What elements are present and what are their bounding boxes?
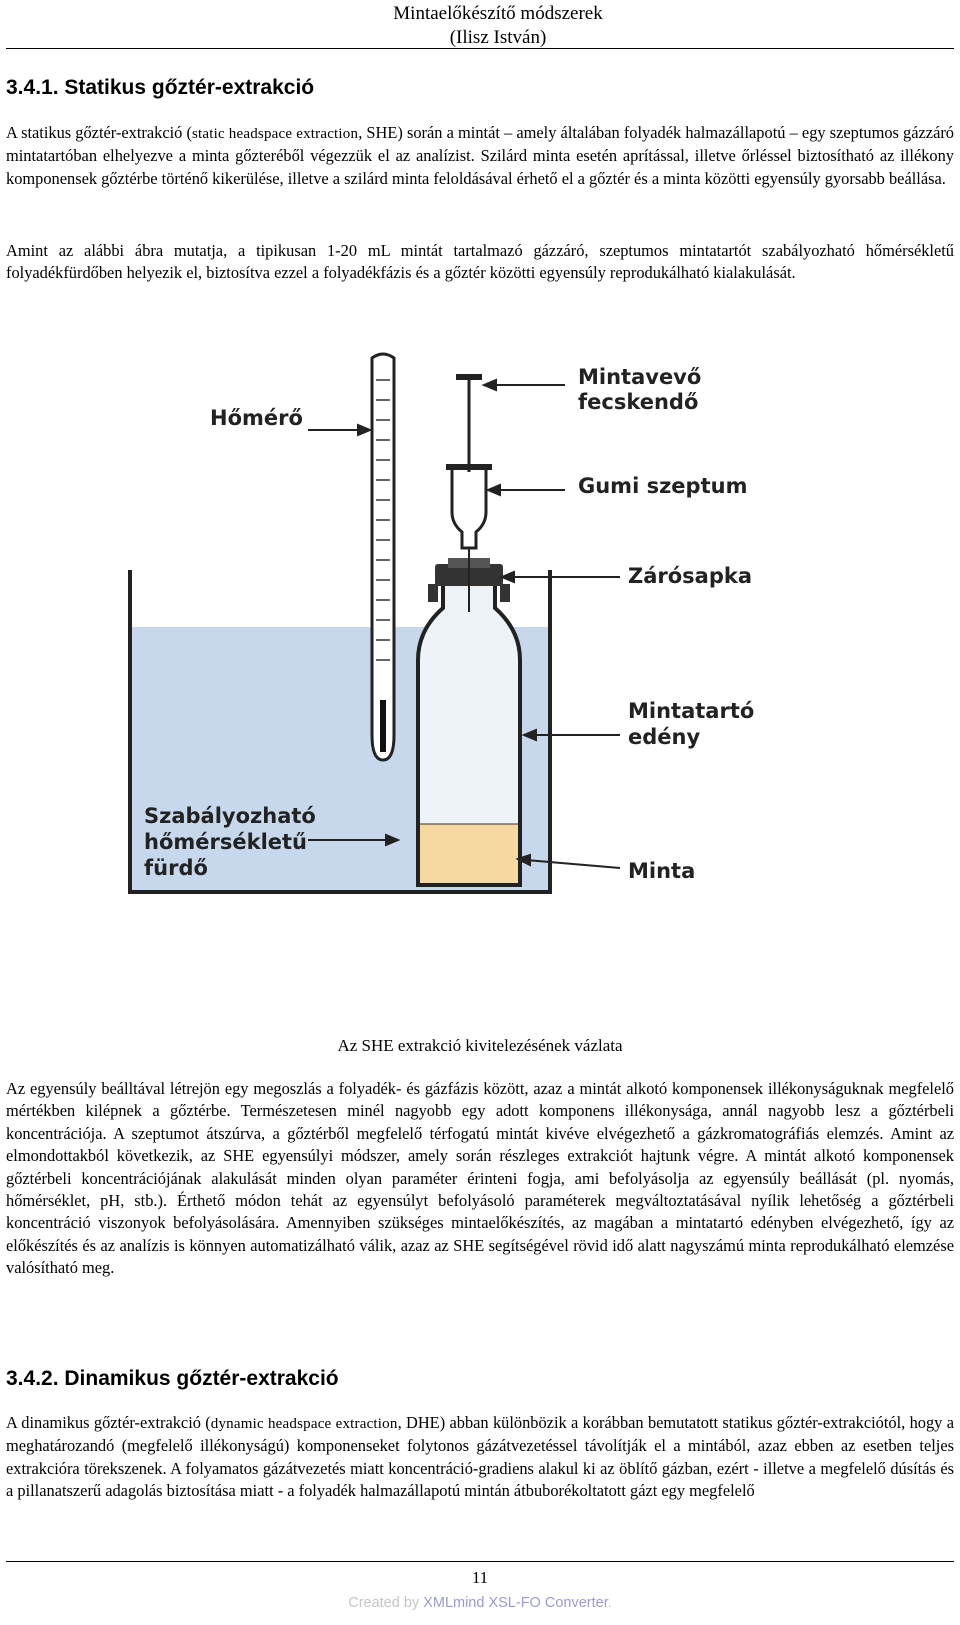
label-syringe-line2: fecskendő <box>578 390 698 414</box>
cap-left-lip <box>428 584 438 602</box>
leader-arrows <box>308 378 621 869</box>
she-diagram-svg: Hőmérő Mintavevő fecskendő Gumi szeptum … <box>128 352 754 894</box>
she-diagram: Hőmérő Mintavevő fecskendő Gumi szeptum … <box>100 340 860 960</box>
thermometer-scale <box>376 379 390 661</box>
term-static-headspace: static headspace extraction <box>191 126 359 142</box>
syringe-barrel <box>450 466 488 550</box>
text: A statikus gőztér-extrakció ( <box>6 123 192 142</box>
credit-prefix: Created by <box>348 1595 424 1611</box>
section-heading-dynamic: 3.4.2. Dinamikus gőztér-extrakció <box>6 1367 339 1390</box>
label-bath-line3: fürdő <box>144 856 208 880</box>
page-header: Mintaelőkészítő módszerek (Ilisz István) <box>0 0 960 52</box>
sample-liquid <box>420 824 518 883</box>
credit-suffix: . <box>607 1595 612 1611</box>
cap-right-lip <box>500 584 510 602</box>
page-number: 11 <box>471 1568 489 1587</box>
label-vessel-line2: edény <box>628 725 700 749</box>
syringe-flange <box>446 464 492 470</box>
sample-vessel <box>416 571 522 887</box>
paragraph-she-intro: A statikus gőztér-extrakció (static head… <box>6 122 954 190</box>
label-vessel-line1: Mintatartó <box>628 699 754 723</box>
label-sample: Minta <box>628 859 695 883</box>
label-septum: Gumi szeptum <box>578 474 747 498</box>
figure-caption: Az SHE extrakció kivitelezésének vázlata <box>337 1036 623 1055</box>
converter-link[interactable]: XMLmind XSL-FO Converter <box>423 1595 608 1611</box>
label-cap: Zárósapka <box>628 564 752 588</box>
text: A dinamikus gőztér-extrakció ( <box>6 1413 211 1432</box>
label-thermometer: Hőmérő <box>210 406 303 430</box>
footer-rule <box>6 1561 954 1562</box>
header-rule <box>6 48 954 49</box>
label-bath-line1: Szabályozható <box>144 804 316 828</box>
bath-beaker <box>128 570 552 894</box>
text: , SHE) során a mintát – amely általában … <box>6 123 954 188</box>
label-bath-line2: hőmérsékletű <box>144 830 307 854</box>
thermometer <box>370 352 396 762</box>
paragraph-figure-intro: Amint az alábbi ábra mutatja, a tipikusa… <box>6 241 954 283</box>
syringe-plunger-head <box>456 374 482 380</box>
header-title: Mintaelőkészítő módszerek (Ilisz István) <box>393 3 603 48</box>
text: , DHE) abban különbözik a korábban bemut… <box>6 1413 954 1501</box>
term-dynamic-headspace: dynamic headspace extraction <box>210 1416 398 1432</box>
paragraph-dhe-intro: A dinamikus gőztér-extrakció (dynamic he… <box>6 1412 954 1503</box>
converter-credit: Created by XMLmind XSL-FO Converter. <box>0 1595 960 1611</box>
section-heading-static: 3.4.1. Statikus gőztér-extrakció <box>6 76 315 99</box>
label-syringe-line1: Mintavevő <box>578 365 701 389</box>
paragraph-equilibrium: Az egyensúly beálltával létrejön egy meg… <box>6 1079 954 1278</box>
